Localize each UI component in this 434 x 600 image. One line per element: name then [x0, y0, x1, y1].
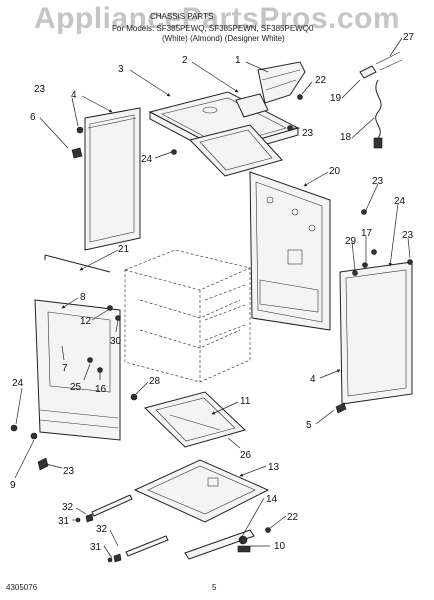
callout: 32	[96, 524, 108, 535]
callout: 30	[110, 336, 122, 347]
diagram-code: 4305076	[6, 583, 38, 592]
callout: 23	[402, 230, 414, 241]
callout-numbers: 1 2 3 4 6 23 22 27 19 18 23 24 20 23 24 …	[10, 32, 415, 553]
callout: 31	[90, 542, 102, 553]
callout: 23	[372, 176, 384, 187]
part-rod-upper	[91, 494, 133, 517]
callout: 24	[12, 378, 24, 389]
callout: 31	[58, 516, 70, 527]
color-line: (White) (Almond) (Designer White)	[162, 34, 285, 43]
part-front-frame	[34, 299, 121, 441]
callout: 16	[95, 384, 107, 395]
callout: 20	[329, 166, 341, 177]
part-burner-box	[148, 91, 300, 158]
callout: 5	[306, 420, 312, 431]
callout: 1	[235, 55, 241, 66]
callout: 3	[118, 64, 124, 75]
callout: 14	[266, 494, 278, 505]
callout: 28	[149, 376, 161, 387]
callout: 6	[30, 112, 36, 123]
callout: 7	[62, 363, 68, 374]
callout: 2	[182, 55, 188, 66]
callout: 4	[310, 374, 316, 385]
callout: 23	[302, 128, 314, 139]
callout: 9	[10, 480, 16, 491]
part-rear-panel	[249, 171, 331, 331]
callout: 12	[80, 316, 92, 327]
callout: 19	[330, 93, 342, 104]
part-broiler-pan	[144, 391, 246, 448]
part-igniter-wire	[359, 51, 403, 149]
callout: 22	[315, 75, 327, 86]
part-rod-lower	[125, 535, 169, 557]
callout: 29	[345, 236, 357, 247]
part-rail-14	[184, 529, 255, 560]
leader-lines	[14, 37, 411, 559]
callout: 25	[70, 382, 82, 393]
callout: 10	[274, 541, 286, 552]
page-number: 5	[212, 583, 217, 592]
part-side-panel-left	[84, 107, 141, 251]
part-side-panel-right	[339, 261, 413, 405]
part-vent-bracket	[257, 61, 306, 104]
callout: 18	[340, 132, 352, 143]
part-gasket	[44, 254, 111, 273]
callout: 11	[240, 396, 251, 407]
callout: 21	[118, 244, 130, 255]
fasteners	[10, 94, 413, 563]
callout: 27	[403, 32, 415, 43]
oven-cavity-outline	[124, 249, 251, 383]
model-line: For Models: SF385PEWQ, SF385PEWN, SF385P…	[112, 24, 314, 33]
callout: 24	[141, 154, 153, 165]
callout: 17	[361, 228, 373, 239]
callout: 8	[80, 292, 86, 303]
callout: 32	[62, 502, 74, 513]
part-tray-panel	[189, 124, 283, 177]
part-bottom-panel	[133, 459, 270, 523]
diagram-title: CHASSIS PARTS	[150, 12, 214, 21]
callout: 23	[63, 466, 75, 477]
callout: 26	[240, 450, 252, 461]
callout: 24	[394, 196, 406, 207]
callout: 13	[268, 462, 280, 473]
callout: 23	[34, 84, 46, 95]
callout: 22	[287, 512, 299, 523]
callout: 4	[71, 90, 77, 101]
